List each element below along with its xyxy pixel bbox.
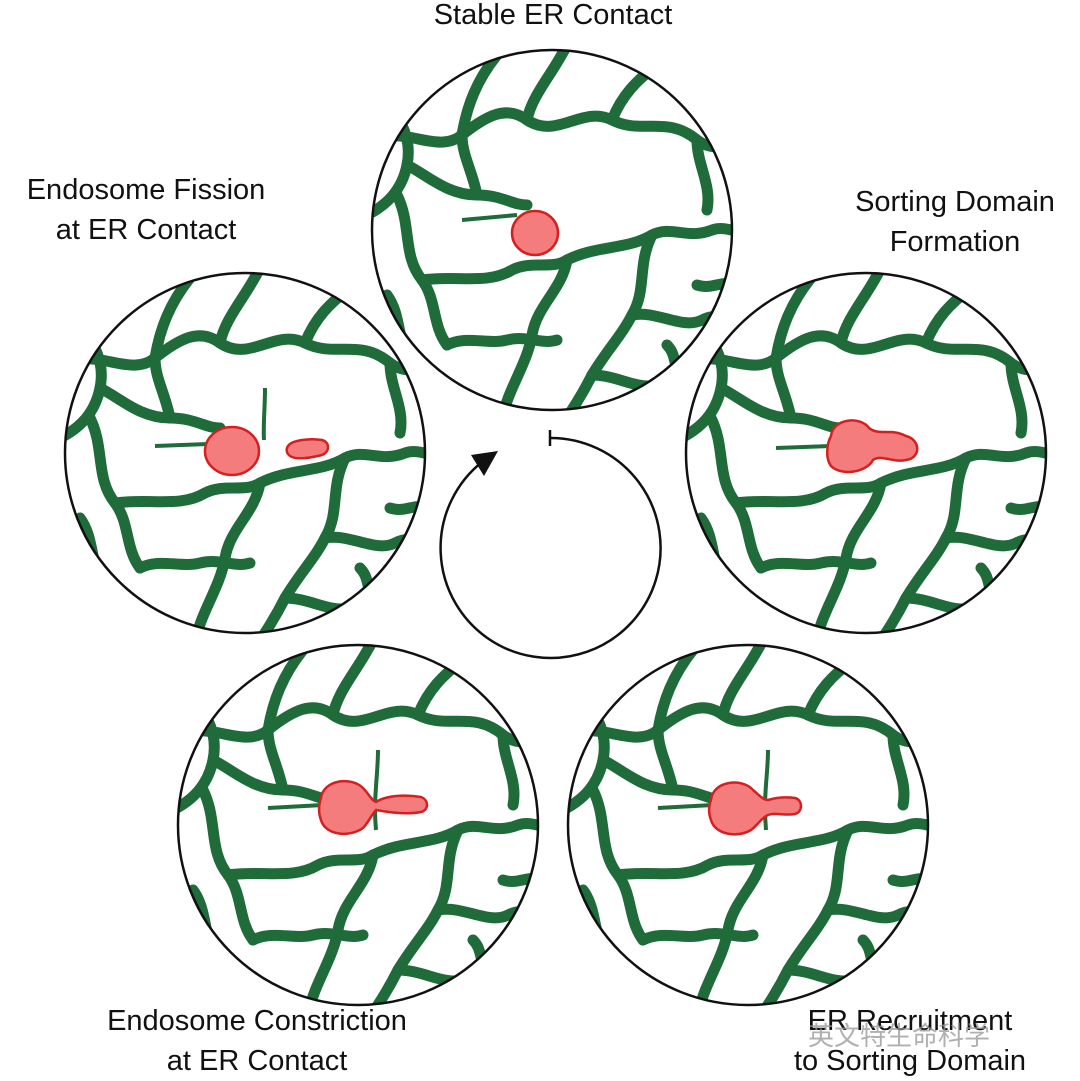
arrowhead-icon <box>471 451 498 476</box>
panel-circle <box>566 643 930 1007</box>
panel-circle <box>370 48 734 412</box>
cycle-arrow <box>439 430 662 660</box>
label-er-recruitment: ER Recruitment to Sorting Domain <box>793 1005 1027 1077</box>
endosome-with-tubule <box>826 419 919 474</box>
label-stable-er-contact: Stable ER Contact <box>433 0 673 31</box>
label-endosome-fission: Endosome Fission at ER Contact <box>26 174 266 246</box>
panel-circle <box>684 271 1048 635</box>
panel-sorting-domain-formation <box>684 271 1048 635</box>
endosome <box>510 209 560 257</box>
endosome <box>203 425 261 477</box>
endosome-constricted <box>317 779 429 836</box>
panel-endosome-constriction <box>176 643 540 1007</box>
watermark: 英文特生命科学 <box>808 1022 991 1052</box>
detached-tubule <box>285 438 330 460</box>
endosome-with-tubule <box>707 781 803 836</box>
label-endosome-constriction: Endosome Constriction at ER Contact <box>107 1005 407 1077</box>
panel-circle <box>176 643 540 1007</box>
panel-er-recruitment <box>566 643 930 1007</box>
panel-circle <box>63 271 427 635</box>
panel-stable-er-contact <box>370 48 734 412</box>
panel-endosome-fission <box>63 271 427 635</box>
label-sorting-domain-formation: Sorting Domain Formation <box>855 186 1055 258</box>
